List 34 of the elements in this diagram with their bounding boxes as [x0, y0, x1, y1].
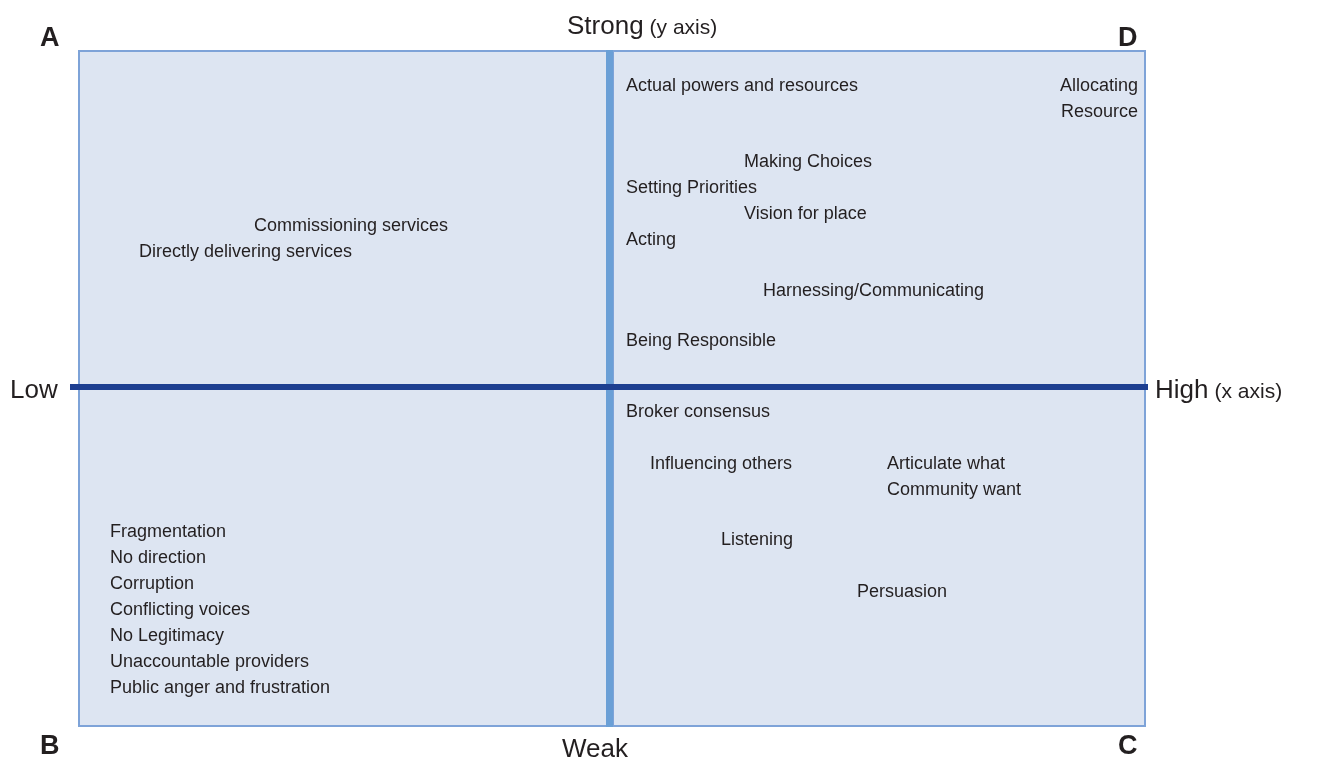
quadrant-text: Corruption [110, 572, 195, 595]
quadrant-text: Listening [721, 528, 794, 551]
quadrant-text: Conflicting voices [110, 598, 251, 621]
axis-label: High [1155, 374, 1209, 404]
axis-label: (x axis) [1214, 378, 1283, 404]
quadrant-text: Harnessing/Communicating [763, 279, 985, 302]
corner-letter: B [40, 730, 60, 760]
quadrant-text: No Legitimacy [110, 624, 225, 647]
quadrant-text: Setting Priorities [626, 176, 758, 199]
quadrant-box [612, 388, 1146, 727]
quadrant-text: Influencing others [650, 452, 793, 475]
quadrant-text: Making Choices [744, 150, 873, 173]
axis-label: Low [10, 374, 58, 404]
corner-letter: D [1118, 22, 1138, 52]
quadrant-text: Being Responsible [626, 329, 777, 352]
axis-label: Weak [562, 733, 628, 763]
corner-letter: A [40, 22, 60, 52]
quadrant-text: Broker consensus [626, 400, 771, 423]
quadrant-text: Persuasion [857, 580, 948, 603]
quadrant-text: Directly delivering services [139, 240, 353, 263]
corner-letter: C [1118, 730, 1138, 760]
quadrant-text: Commissioning services [254, 214, 449, 237]
quadrant-box [612, 50, 1146, 386]
quadrant-text: Acting [626, 228, 677, 251]
quadrant-text: Actual powers and resources [626, 74, 859, 97]
quadrant-text: Unaccountable providers [110, 650, 310, 673]
axis-label: Strong [567, 10, 644, 40]
quadrant-text: Allocating Resource [1058, 74, 1138, 123]
quadrant-text: Vision for place [744, 202, 867, 225]
axis-label: (y axis) [649, 14, 718, 40]
quadrant-text: Articulate what Community want [887, 452, 1023, 501]
quadrant-text: Fragmentation [110, 520, 227, 543]
quadrant-text: Public anger and frustration [110, 676, 331, 699]
quadrant-text: No direction [110, 546, 207, 569]
